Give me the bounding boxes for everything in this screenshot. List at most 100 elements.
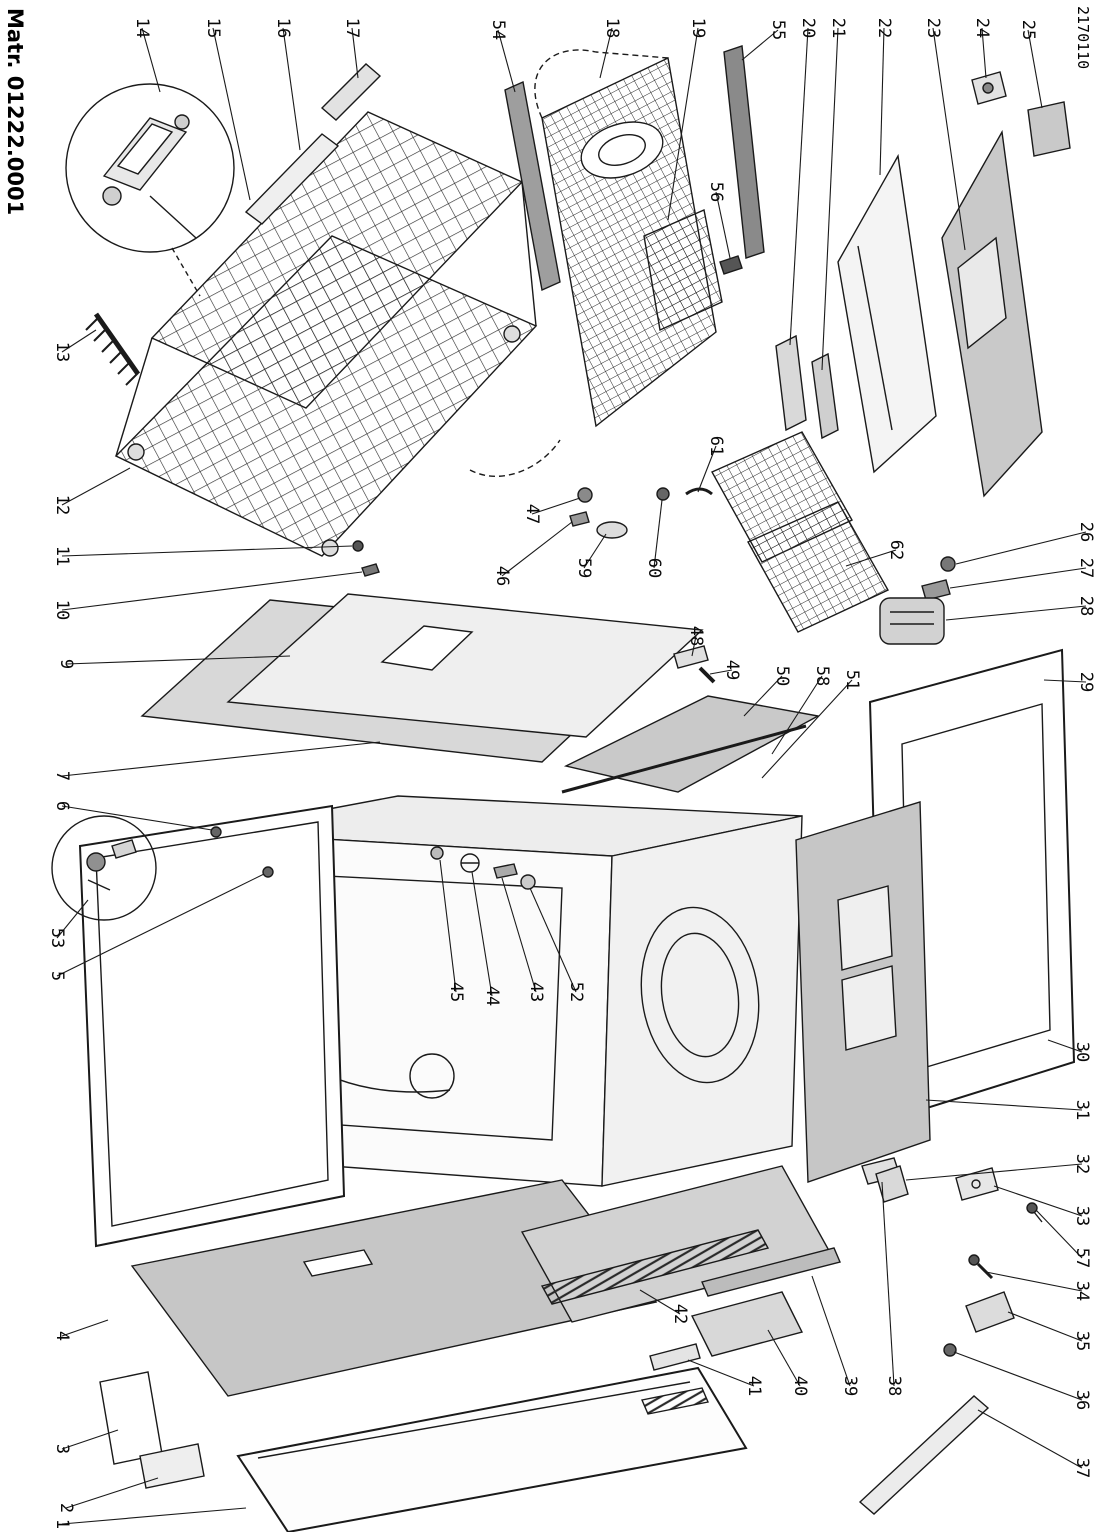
leader-line-48 <box>691 635 697 657</box>
part-number-31: 31 <box>1072 1100 1092 1120</box>
heater-strip-part42 <box>540 1229 770 1305</box>
leader-line-21 <box>821 27 839 371</box>
part-number-19: 19 <box>688 18 708 38</box>
leader-line-27 <box>949 567 1087 589</box>
part-number-52: 52 <box>566 982 586 1002</box>
part-number-61: 61 <box>706 436 726 456</box>
leader-line-23 <box>932 27 966 251</box>
leader-line-3 <box>61 1429 119 1450</box>
slide-rail-part16 <box>244 133 340 225</box>
part-number-59: 59 <box>574 558 594 578</box>
part-number-43: 43 <box>526 982 546 1002</box>
leader-line-46 <box>501 521 573 577</box>
part-number-37: 37 <box>1072 1458 1092 1478</box>
part-number-34: 34 <box>1072 1281 1092 1301</box>
part-number-10: 10 <box>52 600 72 620</box>
side-panel-left-inner <box>95 821 329 1227</box>
part-number-29: 29 <box>1076 672 1096 692</box>
fitting-part43 <box>493 863 518 879</box>
basket18-dashed-outline <box>534 49 669 119</box>
panel-part22 <box>837 153 937 474</box>
part-number-11: 11 <box>52 546 72 566</box>
part-number-41: 41 <box>744 1376 764 1396</box>
part-number-54: 54 <box>488 20 508 40</box>
cover-part35 <box>965 1291 1015 1333</box>
part-number-49: 49 <box>722 660 742 680</box>
bracket-part41 <box>649 1343 701 1371</box>
leader-line-51 <box>761 679 853 779</box>
bottom-panel-part1 <box>236 1366 748 1532</box>
part-number-5: 5 <box>47 971 67 981</box>
part-number-13: 13 <box>52 342 72 362</box>
dashed-guide-curve <box>469 439 561 478</box>
leader-line-49 <box>709 669 733 675</box>
part-number-45: 45 <box>446 982 466 1002</box>
kick-rail-part37 <box>858 1395 990 1515</box>
leader-line-60 <box>653 499 663 569</box>
part-number-27: 27 <box>1076 558 1096 578</box>
part-number-28: 28 <box>1076 596 1096 616</box>
nut-part47 <box>577 487 593 503</box>
part-number-55: 55 <box>768 20 788 40</box>
tub-right-face <box>601 815 803 1187</box>
part-number-33: 33 <box>1072 1206 1092 1226</box>
panel-part40 <box>690 1291 804 1357</box>
screw-part36 <box>943 1343 957 1357</box>
leader-line-7 <box>61 741 381 777</box>
leader-line-58 <box>771 675 823 755</box>
leader-line-2 <box>65 1477 159 1509</box>
detail-dashed-leader <box>171 247 201 297</box>
leader-line-31 <box>925 1099 1083 1111</box>
leader-line-10 <box>61 571 363 611</box>
leader-line-6 <box>61 805 213 831</box>
leader-line-38 <box>881 1181 895 1387</box>
leader-line-11 <box>61 545 353 557</box>
leader-line-34 <box>985 1271 1083 1292</box>
part-number-22: 22 <box>874 18 894 38</box>
leader-line-42 <box>639 1289 681 1315</box>
door-rail-51 <box>561 724 807 794</box>
detail-circle-part53 <box>51 815 157 921</box>
leader-line-24 <box>981 27 987 79</box>
part-number-20: 20 <box>798 18 818 38</box>
leader-line-35 <box>1007 1311 1083 1342</box>
part-number-25: 25 <box>1018 20 1038 40</box>
part-number-24: 24 <box>972 18 992 38</box>
part-number-9: 9 <box>56 659 76 669</box>
part-number-57: 57 <box>1072 1248 1092 1268</box>
part-number-51: 51 <box>842 670 862 690</box>
hinge-part32 <box>875 1165 909 1203</box>
leader-line-37 <box>977 1409 1083 1469</box>
part-number-18: 18 <box>602 18 622 38</box>
leader-line-15 <box>212 27 251 201</box>
part-number-4: 4 <box>52 1331 72 1341</box>
strip-part2 <box>139 1443 205 1489</box>
strip-part13 <box>85 312 141 386</box>
gray-panel-slot <box>302 1249 374 1277</box>
part-number-2: 2 <box>56 1503 76 1513</box>
leader-line-1 <box>61 1507 247 1525</box>
rack-roller <box>127 443 145 461</box>
rack-roller <box>321 539 339 557</box>
part-number-62: 62 <box>886 540 906 560</box>
leader-line-53 <box>56 899 89 939</box>
bushing-part11 <box>352 540 364 552</box>
basket18-ring <box>580 121 664 179</box>
sump-circle <box>409 1053 455 1099</box>
part-number-56: 56 <box>706 182 726 202</box>
cutlery-basket-62b <box>747 501 889 633</box>
side-panel-left-4 <box>78 804 346 1248</box>
screw-part6 <box>210 826 222 838</box>
part-number-21: 21 <box>828 18 848 38</box>
part25-block <box>1027 101 1071 157</box>
part-number-16: 16 <box>273 18 293 38</box>
leader-line-28 <box>945 605 1087 621</box>
part-number-17: 17 <box>342 18 362 38</box>
leader-line-25 <box>1027 29 1043 109</box>
leader-line-32 <box>905 1163 1083 1181</box>
leader-line-44 <box>471 871 493 997</box>
leader-line-54 <box>497 29 516 93</box>
leader-line-29 <box>1043 679 1087 683</box>
